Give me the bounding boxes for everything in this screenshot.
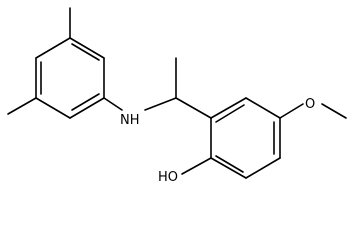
bond-o-to-methyl — [321, 103, 347, 119]
hydroxyl-label: HO — [158, 170, 178, 185]
methoxyphenol-ring — [210, 97, 281, 179]
bond — [35, 97, 71, 119]
double-bond — [215, 104, 245, 123]
bond-ring-to-o — [279, 103, 304, 119]
methoxy-oxygen-label: O — [305, 97, 315, 112]
bond — [69, 37, 105, 59]
methyl-bond-left — [7, 97, 37, 115]
double-bond — [71, 93, 100, 111]
bond — [35, 37, 71, 59]
dimethylphenyl-ring — [35, 37, 105, 119]
double-bond — [215, 155, 244, 173]
bond-ring-to-oh — [181, 157, 212, 175]
chemical-structure-diagram: NH O HO — [7, 7, 347, 185]
bond — [210, 157, 247, 179]
bond — [245, 157, 281, 179]
bond — [210, 97, 247, 119]
bond — [245, 97, 281, 119]
bond-ring-to-nh — [103, 97, 123, 111]
nh-label: NH — [120, 113, 140, 128]
bond — [69, 97, 105, 119]
bond-nh-to-ch — [144, 97, 177, 111]
bond-ch-to-ring — [175, 97, 212, 119]
double-bond — [71, 43, 100, 61]
